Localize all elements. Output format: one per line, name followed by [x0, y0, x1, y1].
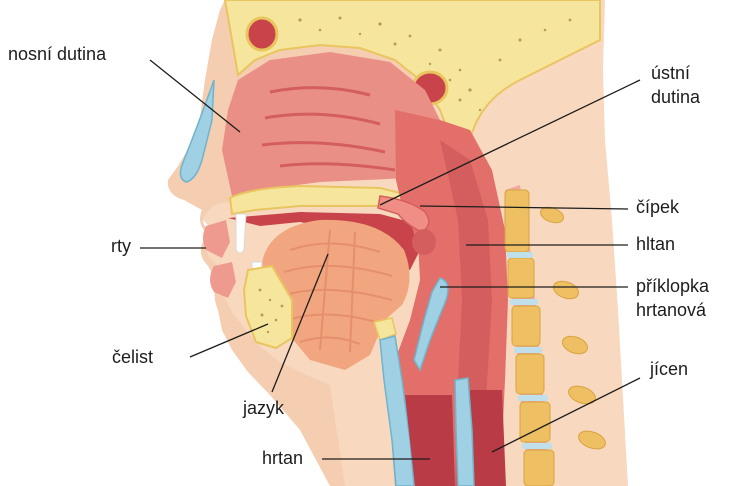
label-larynx: hrtan: [262, 448, 303, 469]
upper-tooth: [236, 214, 246, 253]
label-pharynx: hltan: [636, 234, 675, 255]
label-tongue: jazyk: [243, 398, 284, 419]
tonsil: [412, 229, 436, 255]
label-oral-cavity-line2: dutina: [651, 87, 700, 108]
label-epiglottis-line1: příklopka: [636, 276, 709, 297]
label-epiglottis-line2: hrtanová: [636, 300, 706, 321]
label-esophagus: jícen: [650, 359, 688, 380]
frontal-sinus: [247, 18, 277, 50]
label-oral-cavity-line1: ústní: [651, 63, 690, 84]
esophagus: [470, 390, 506, 486]
label-uvula: čípek: [636, 197, 679, 218]
label-lips: rty: [111, 236, 131, 257]
label-nasal-cavity: nosní dutina: [8, 44, 106, 65]
label-jaw: čelist: [112, 347, 153, 368]
